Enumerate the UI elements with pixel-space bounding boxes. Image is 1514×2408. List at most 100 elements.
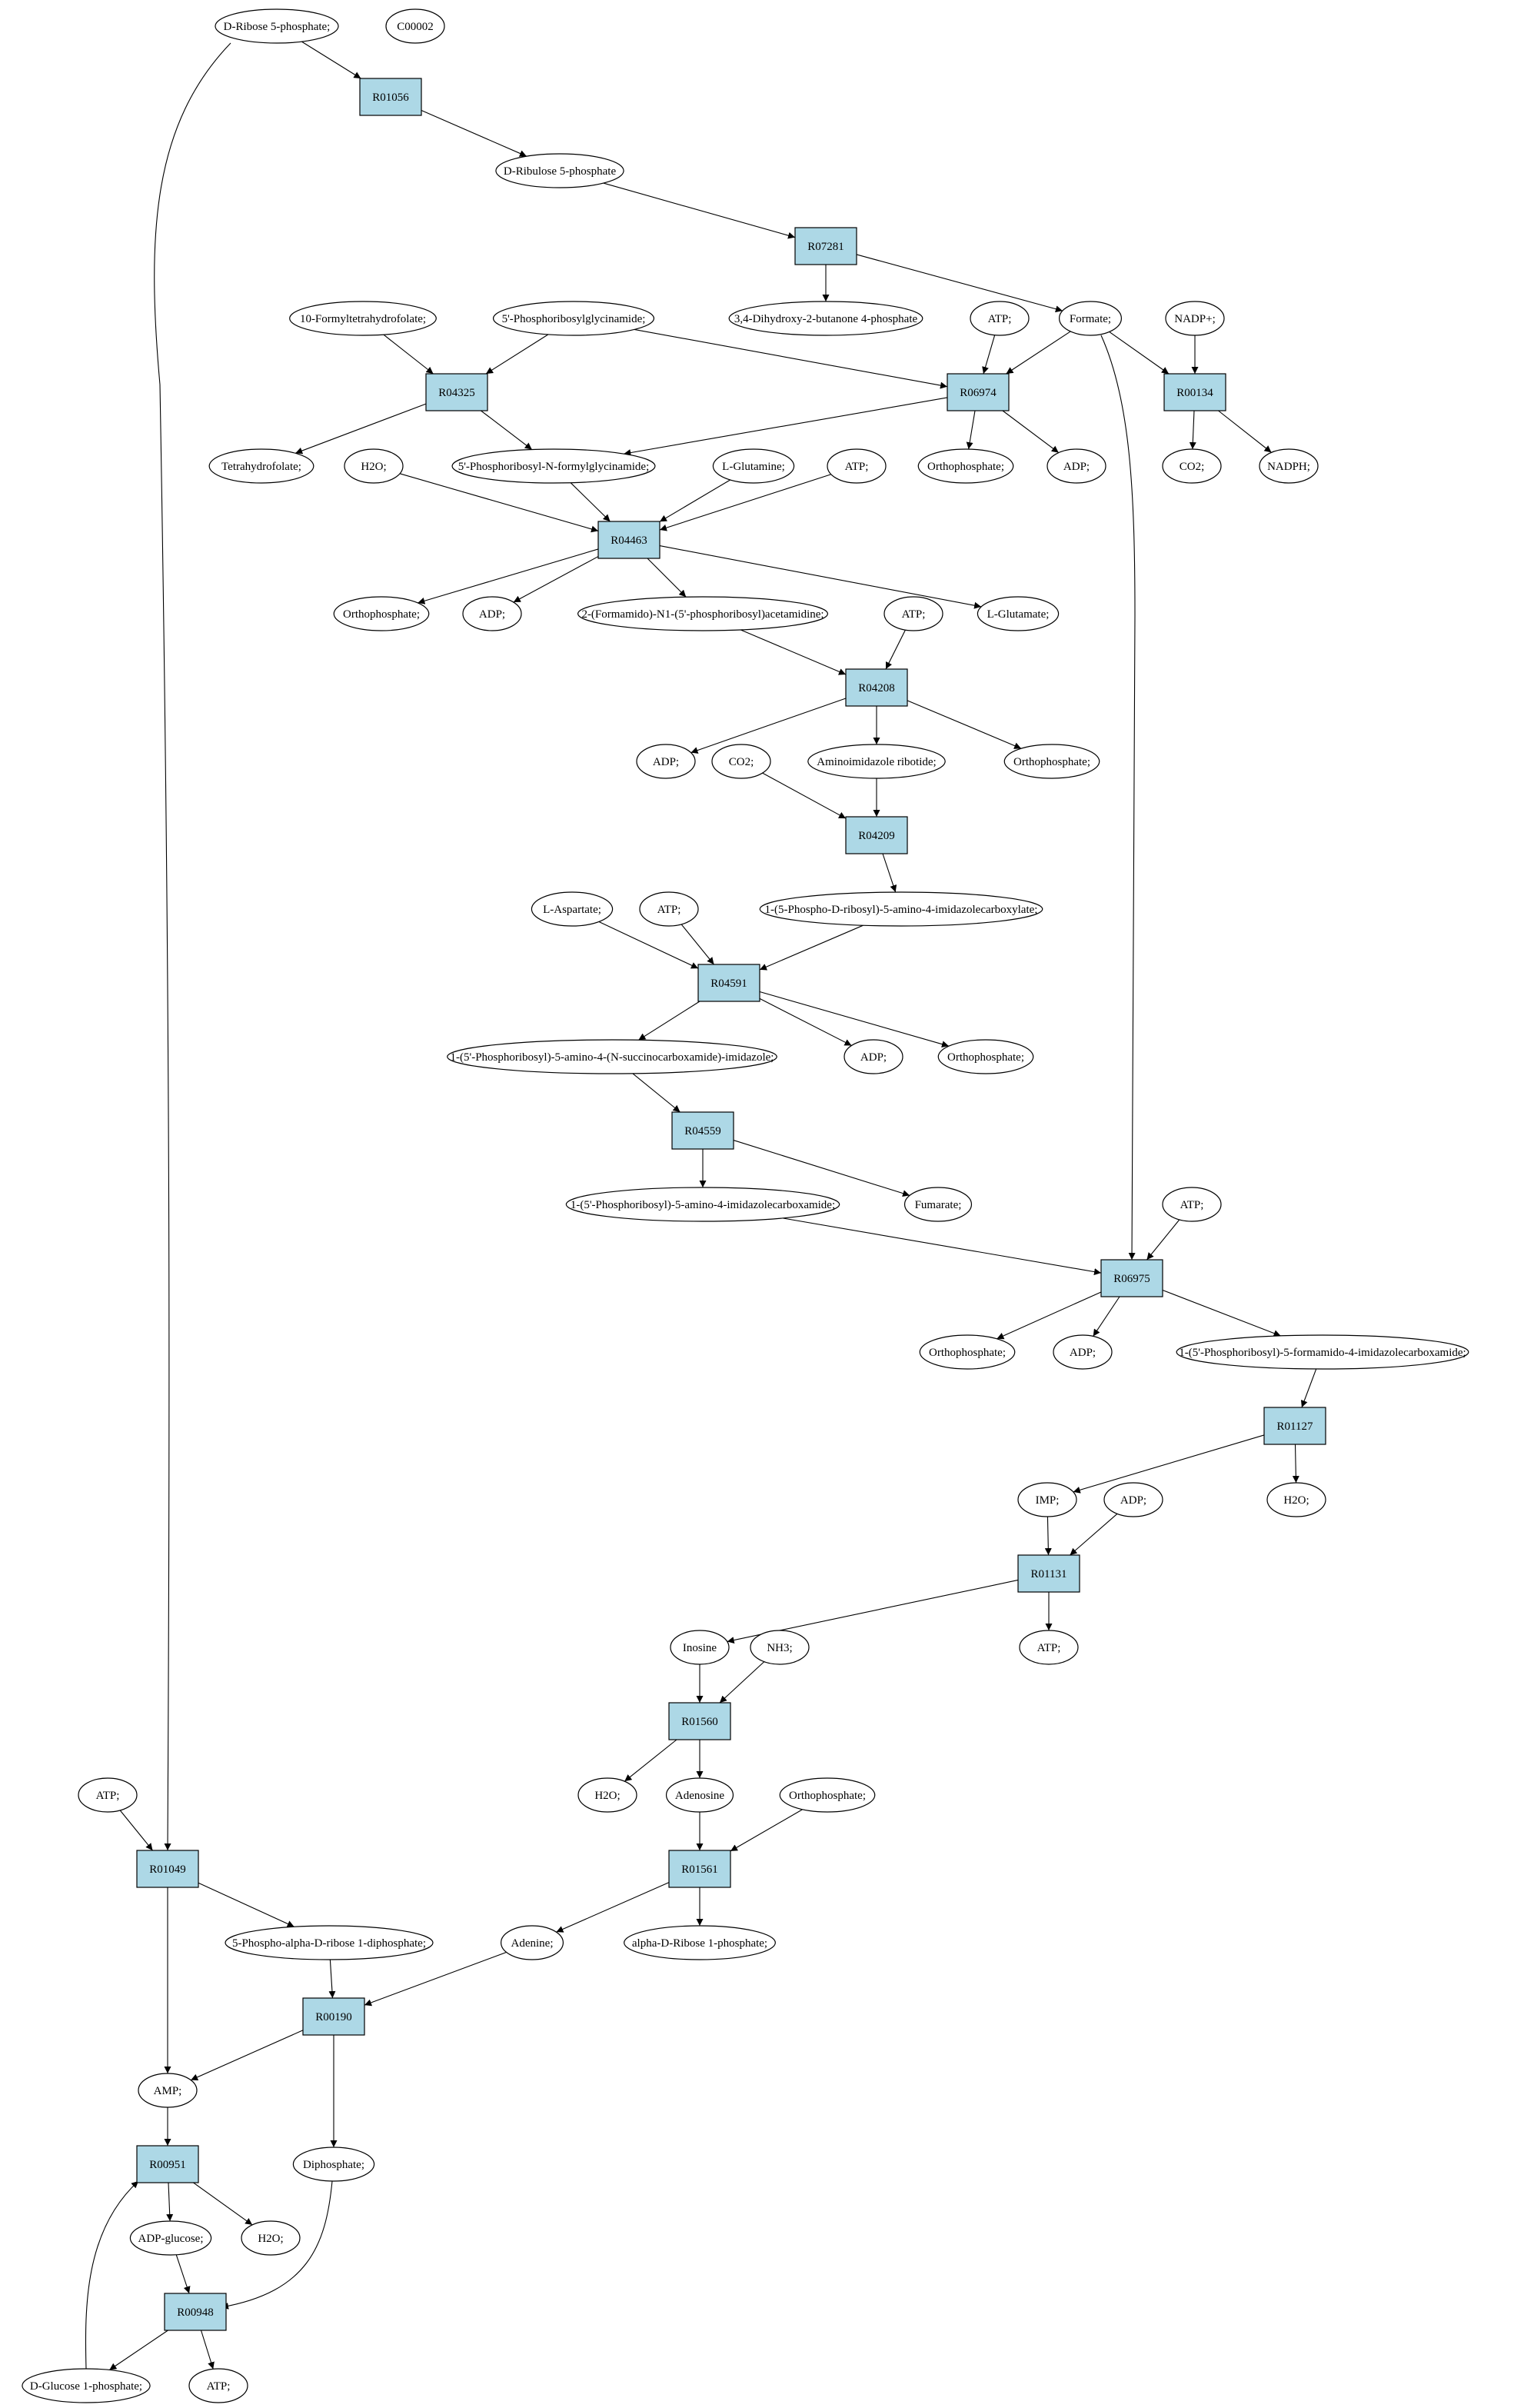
metabolite-ellipse bbox=[1003, 744, 1100, 779]
edge-r04208-to-pi-3 bbox=[907, 700, 1022, 749]
r01049-reaction-node: R01049 bbox=[136, 1850, 199, 1888]
edge-cair-to-r04591 bbox=[759, 924, 863, 971]
metabolite-ellipse bbox=[188, 2368, 248, 2403]
node-label: ATP; bbox=[1180, 1199, 1204, 1211]
atp-2-metabolite-node: ATP; bbox=[827, 448, 887, 484]
reaction-box bbox=[164, 2293, 227, 2331]
node-label: H2O; bbox=[258, 2233, 283, 2245]
node-label: CO2; bbox=[1180, 461, 1205, 473]
metabolite-ellipse bbox=[577, 1777, 637, 1813]
co2-2-metabolite-node: CO2; bbox=[711, 744, 771, 779]
r01131-reaction-node: R01131 bbox=[1017, 1554, 1080, 1593]
node-label: H2O; bbox=[361, 461, 386, 473]
node-label: ATP; bbox=[845, 461, 869, 473]
node-label: Orthophosphate; bbox=[927, 461, 1004, 473]
r00190-reaction-node: R00190 bbox=[302, 1997, 365, 2036]
metabolite-ellipse bbox=[937, 1039, 1034, 1074]
metabolite-ellipse bbox=[712, 448, 795, 484]
inosine-metabolite-node: Inosine bbox=[670, 1630, 730, 1665]
edge-r00951-to-h2o-4 bbox=[193, 2182, 253, 2226]
edge-aspartate-to-r04591 bbox=[598, 921, 699, 969]
metabolite-ellipse bbox=[292, 2147, 375, 2182]
adenine-metabolite-node: Adenine; bbox=[500, 1925, 564, 1960]
aicar-metabolite-node: 1-(5'-Phosphoribosyl)-5-amino-4-imidazol… bbox=[565, 1187, 840, 1222]
metabolite-ellipse bbox=[639, 891, 699, 927]
r00134-reaction-node: R00134 bbox=[1163, 373, 1226, 411]
metabolite-ellipse bbox=[138, 2073, 198, 2108]
edge-fgam-to-r04208 bbox=[740, 629, 847, 675]
metabolite-ellipse bbox=[1162, 1187, 1222, 1222]
node-label: R01561 bbox=[681, 1863, 718, 1876]
r00951-reaction-node: R00951 bbox=[136, 2145, 199, 2183]
metabolite-ellipse bbox=[1046, 448, 1106, 484]
glutamate-metabolite-node: L-Glutamate; bbox=[977, 596, 1060, 631]
edge-r06975-to-faicar bbox=[1162, 1289, 1281, 1337]
node-label: Inosine bbox=[683, 1642, 717, 1654]
atp-8-metabolite-node: ATP; bbox=[188, 2368, 248, 2403]
node-label: R01049 bbox=[149, 1863, 186, 1876]
adp-6-metabolite-node: ADP; bbox=[1103, 1482, 1163, 1517]
co2-1-metabolite-node: CO2; bbox=[1162, 448, 1222, 484]
edge-atp-5-to-r06975 bbox=[1146, 1219, 1180, 1261]
edge-imp-to-r01131 bbox=[1044, 1516, 1052, 1556]
nadph-metabolite-node: NADPH; bbox=[1259, 448, 1319, 484]
node-label: R06975 bbox=[1113, 1273, 1150, 1285]
r04325-reaction-node: R04325 bbox=[425, 373, 488, 411]
gar-metabolite-node: 5'-Phosphoribosylglycinamide; bbox=[492, 301, 655, 336]
adp-1-metabolite-node: ADP; bbox=[1046, 448, 1106, 484]
node-label: Formate; bbox=[1070, 313, 1111, 325]
edge-gar-to-r04325 bbox=[485, 334, 549, 375]
edge-r00951-to-adpglucose bbox=[166, 2182, 174, 2222]
edge-adenine-to-r00190 bbox=[364, 1951, 507, 2007]
dhbp-metabolite-node: 3,4-Dihydroxy-2-butanone 4-phosphate bbox=[728, 301, 923, 336]
node-label: D-Glucose 1-phosphate; bbox=[30, 2380, 142, 2393]
adp-4-metabolite-node: ADP; bbox=[844, 1039, 903, 1074]
edge-r00190-to-amp bbox=[190, 2030, 304, 2081]
fthf-metabolite-node: 10-Formyltetrahydrofolate; bbox=[289, 301, 437, 336]
atp-5-metabolite-node: ATP; bbox=[1162, 1187, 1222, 1222]
amp-metabolite-node: AMP; bbox=[138, 2073, 198, 2108]
reaction-box bbox=[136, 2145, 199, 2183]
edge-r04463-to-adp-2 bbox=[513, 556, 599, 603]
node-label: R06974 bbox=[960, 387, 997, 399]
node-label: 5-Phospho-alpha-D-ribose 1-diphosphate; bbox=[232, 1937, 426, 1950]
node-label: ADP; bbox=[1070, 1347, 1096, 1359]
node-label: IMP; bbox=[1036, 1494, 1060, 1507]
edge-faicar-to-r01127 bbox=[1300, 1368, 1317, 1408]
edge-h2o-1-to-r04463 bbox=[399, 473, 599, 533]
r04209-reaction-node: R04209 bbox=[845, 816, 908, 854]
node-label: alpha-D-Ribose 1-phosphate; bbox=[632, 1937, 767, 1950]
atp-4-metabolite-node: ATP; bbox=[639, 891, 699, 927]
metabolite-ellipse bbox=[624, 1925, 776, 1960]
node-label: R04463 bbox=[611, 535, 647, 547]
fgam-metabolite-node: 2-(Formamido)-N1-(5'-phosphoribosyl)acet… bbox=[577, 596, 828, 631]
metabolite-ellipse bbox=[827, 448, 887, 484]
formate-metabolite-node: Formate; bbox=[1058, 301, 1122, 336]
metabolite-ellipse bbox=[711, 744, 771, 779]
node-label: 5'-Phosphoribosyl-N-formylglycinamide; bbox=[458, 461, 650, 473]
metabolite-ellipse bbox=[22, 2368, 151, 2403]
metabolite-ellipse bbox=[1103, 1482, 1163, 1517]
node-label: Adenine; bbox=[511, 1937, 554, 1950]
edge-prpp-to-r00190 bbox=[328, 1959, 336, 1999]
adp-5-metabolite-node: ADP; bbox=[1053, 1334, 1113, 1370]
edge-pi-6-to-r01561 bbox=[730, 1809, 803, 1852]
node-label: ATP; bbox=[207, 2380, 231, 2393]
node-label: Orthophosphate; bbox=[947, 1051, 1024, 1064]
reaction-box bbox=[136, 1850, 199, 1888]
metabolite-ellipse bbox=[78, 1777, 138, 1813]
rib5p-metabolite-node: D-Ribose 5-phosphate; bbox=[215, 8, 339, 44]
metabolite-ellipse bbox=[1266, 1482, 1326, 1517]
pi-1-metabolite-node: Orthophosphate; bbox=[917, 448, 1014, 484]
faicar-metabolite-node: 1-(5'-Phosphoribosyl)-5-formamido-4-imid… bbox=[1176, 1334, 1469, 1370]
reaction-box bbox=[668, 1702, 731, 1740]
fumarate-metabolite-node: Fumarate; bbox=[903, 1187, 973, 1222]
metabolite-ellipse bbox=[1259, 448, 1319, 484]
edge-r04463-to-fgam bbox=[647, 558, 687, 598]
metabolite-ellipse bbox=[241, 2220, 301, 2256]
edge-rib5p-to-r01056 bbox=[301, 41, 361, 79]
cair-metabolite-node: 1-(5-Phospho-D-ribosyl)-5-amino-4-imidaz… bbox=[759, 891, 1043, 927]
edge-r04208-to-adp-3 bbox=[690, 698, 847, 754]
edge-r04209-to-cair bbox=[882, 853, 897, 893]
edge-aicar-to-r06975 bbox=[782, 1217, 1102, 1276]
